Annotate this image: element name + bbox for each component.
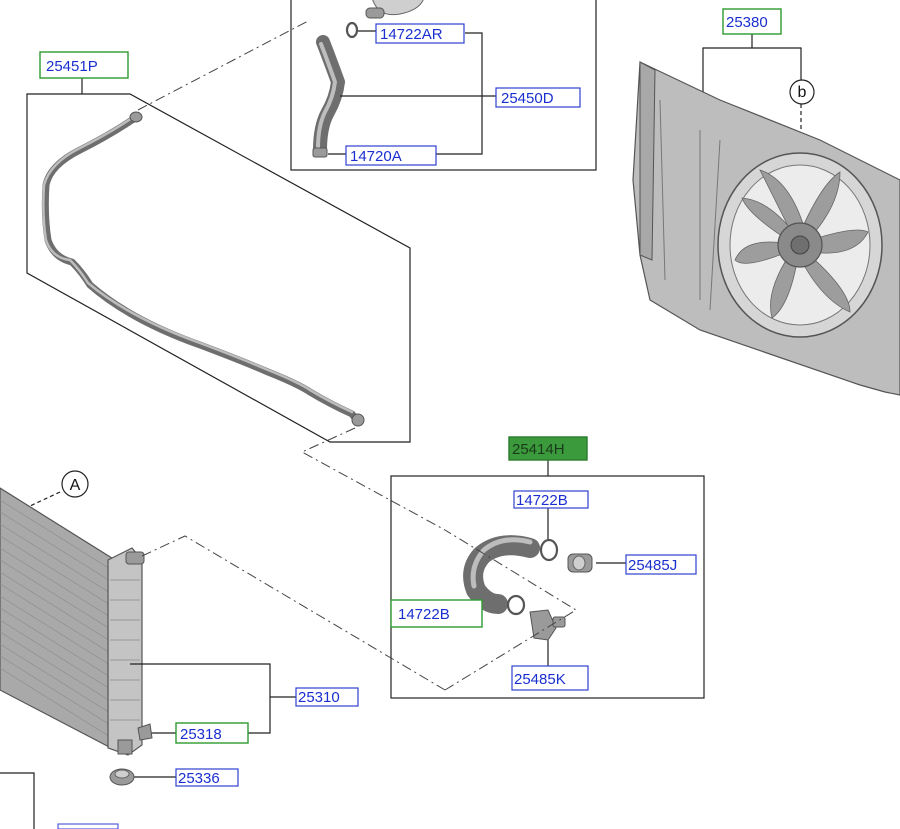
- fitting-25485J: [567, 553, 593, 573]
- label-25451P[interactable]: 25451P: [39, 51, 129, 79]
- callout-b-text: b: [798, 84, 807, 101]
- fan-shroud-edge: [639, 61, 656, 261]
- dash-pipe-to-hose: [300, 427, 446, 531]
- label-25380[interactable]: 25380: [722, 8, 782, 35]
- fitting-25485K: [529, 609, 566, 641]
- label-25450D[interactable]: 25450D: [495, 87, 581, 108]
- radiator-inlet: [125, 551, 145, 565]
- label-25336-text: 25336: [178, 770, 220, 787]
- radiator-tank-ribs: [110, 579, 140, 721]
- overflow-pipe-frame: [26, 93, 411, 443]
- dash-radiator-inlet: [141, 535, 446, 691]
- label-14720A-text: 14720A: [350, 148, 402, 165]
- hose-kit-inset: [390, 460, 705, 699]
- label-25450D-text: 25450D: [501, 90, 554, 107]
- label-14722AR-text: 14722AR: [380, 26, 443, 43]
- dash-pipe-to-reservoir: [137, 19, 311, 111]
- overflow-pipe-group: [26, 19, 446, 531]
- radiator-bracket: [117, 739, 133, 755]
- dash-kit-to-radiator: [444, 529, 577, 691]
- label-14722AR[interactable]: 14722AR: [375, 23, 465, 44]
- partial-label-bottom: [57, 823, 119, 829]
- label-25485J-text: 25485J: [628, 557, 677, 574]
- pipe-end-top: [129, 111, 143, 123]
- label-25336[interactable]: 25336: [175, 768, 239, 787]
- hose-14720A-highlight: [316, 42, 337, 150]
- reservoir-hose-inset: [290, 0, 597, 171]
- radiator-hose-highlight: [470, 537, 533, 589]
- label-25485K[interactable]: 25485K: [511, 665, 589, 691]
- label-14722B-left[interactable]: 14722B: [390, 599, 483, 628]
- reservoir-outlet: [365, 7, 385, 19]
- label-25310-text: 25310: [298, 689, 340, 706]
- fan-hub-center: [790, 235, 810, 255]
- overflow-pipe-highlight: [42, 114, 354, 414]
- label-25310[interactable]: 25310: [295, 687, 359, 707]
- clamp-14722B-top: [539, 538, 559, 562]
- label-14720A[interactable]: 14720A: [345, 145, 437, 166]
- label-25414H-text: 25414H: [512, 441, 565, 458]
- leader-bracket-ar-a: [436, 32, 483, 155]
- reservoir-hose-inset-frame: [290, 0, 597, 171]
- callout-a-text: A: [70, 477, 81, 494]
- cap-25336-top: [114, 769, 130, 779]
- label-25414H[interactable]: 25414H: [508, 436, 588, 461]
- clamp-14722AR: [345, 21, 359, 39]
- label-14722B-top[interactable]: 14722B: [513, 490, 589, 509]
- drain-plug-25318: [137, 723, 153, 741]
- clamp-14722B-left: [506, 594, 526, 616]
- label-14722B-left-text: 14722B: [398, 606, 450, 623]
- label-25485K-text: 25485K: [514, 671, 566, 688]
- label-25318[interactable]: 25318: [175, 722, 249, 744]
- label-14722B-top-text: 14722B: [516, 492, 568, 509]
- label-25380-text: 25380: [726, 14, 768, 31]
- label-25451P-text: 25451P: [46, 58, 98, 75]
- partial-frame-bottom-left: [0, 772, 35, 829]
- fan-shroud-rib: [659, 99, 721, 311]
- fan-shroud-assembly: [632, 34, 900, 396]
- radiator-tank: [107, 547, 143, 756]
- overflow-pipe: [41, 114, 362, 426]
- leader-25380: [702, 34, 802, 96]
- pipe-end-bottom: [351, 413, 365, 427]
- hose-end-fitting: [312, 147, 328, 158]
- radiator-fins: [0, 499, 116, 741]
- hose-14720A: [313, 35, 345, 157]
- label-25318-text: 25318: [180, 726, 222, 743]
- hose-kit-frame: [390, 475, 705, 699]
- callout-a[interactable]: A: [61, 470, 89, 498]
- radiator-assembly: [0, 487, 446, 829]
- leader-25310: [130, 663, 296, 734]
- label-25485J[interactable]: 25485J: [625, 554, 697, 575]
- callout-b[interactable]: b: [789, 79, 815, 105]
